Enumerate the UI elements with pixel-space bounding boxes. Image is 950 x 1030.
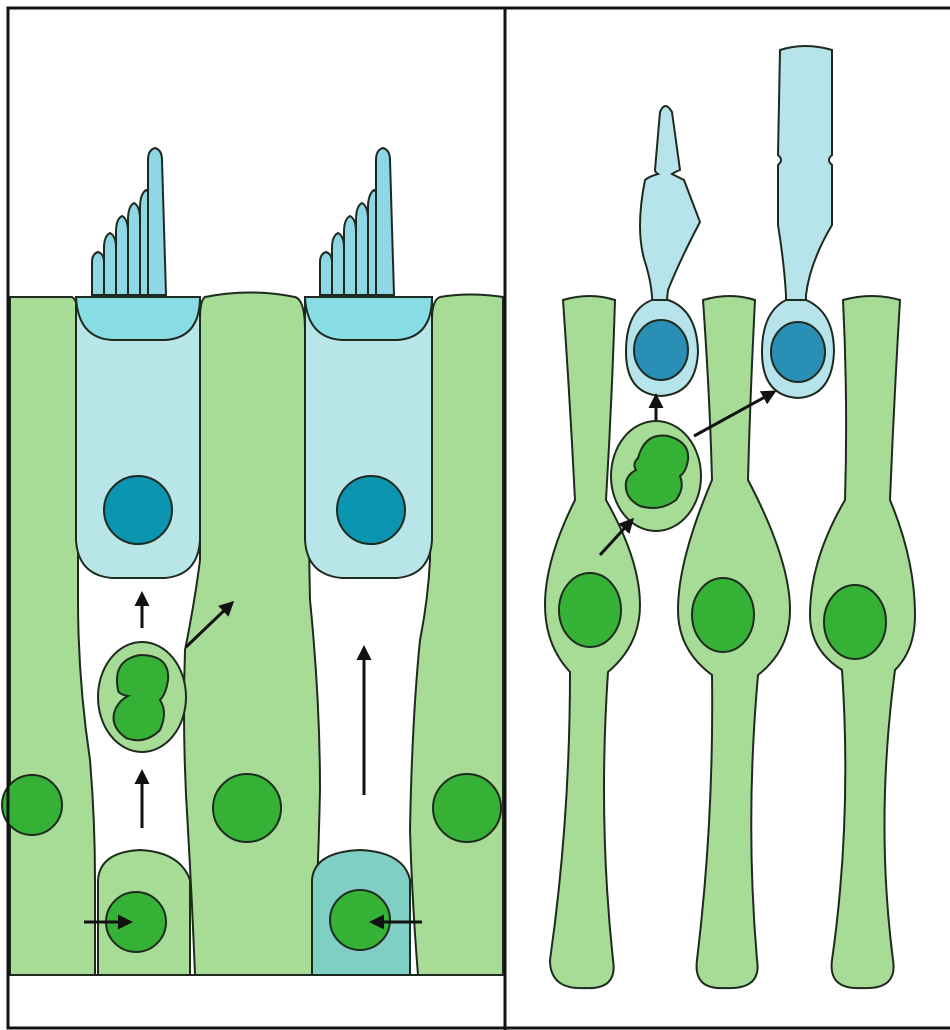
stereocilia-bundle [92,148,166,295]
cuticular-plate [305,297,432,340]
support-nucleus [213,774,281,842]
dividing-progenitor-right [611,421,701,531]
hair-cell-left [76,148,200,578]
cone-photoreceptor [626,106,700,396]
stereocilia-bundle [320,148,394,295]
support-nucleus [559,573,621,647]
photoreceptor-nucleus [771,322,825,382]
cone-outer-segment [640,106,700,315]
basal-nucleus [330,890,390,950]
support-cell-middle [184,293,320,976]
right-panel [545,46,915,988]
left-panel [2,148,503,975]
hair-cell-nucleus [104,476,172,544]
photoreceptor-nucleus [634,320,688,380]
basal-progenitor-left [98,850,190,975]
cuticular-plate [76,297,200,340]
transdifferentiating-cell [312,850,410,975]
support-nucleus [433,774,501,842]
rod-outer-segment [778,46,832,315]
support-nucleus [2,775,62,835]
hair-cell-right [305,148,432,578]
hair-cell-nucleus [337,476,405,544]
rod-photoreceptor [762,46,834,398]
support-nucleus [692,578,754,652]
support-nucleus [824,585,886,659]
dividing-progenitor-left [98,642,186,752]
